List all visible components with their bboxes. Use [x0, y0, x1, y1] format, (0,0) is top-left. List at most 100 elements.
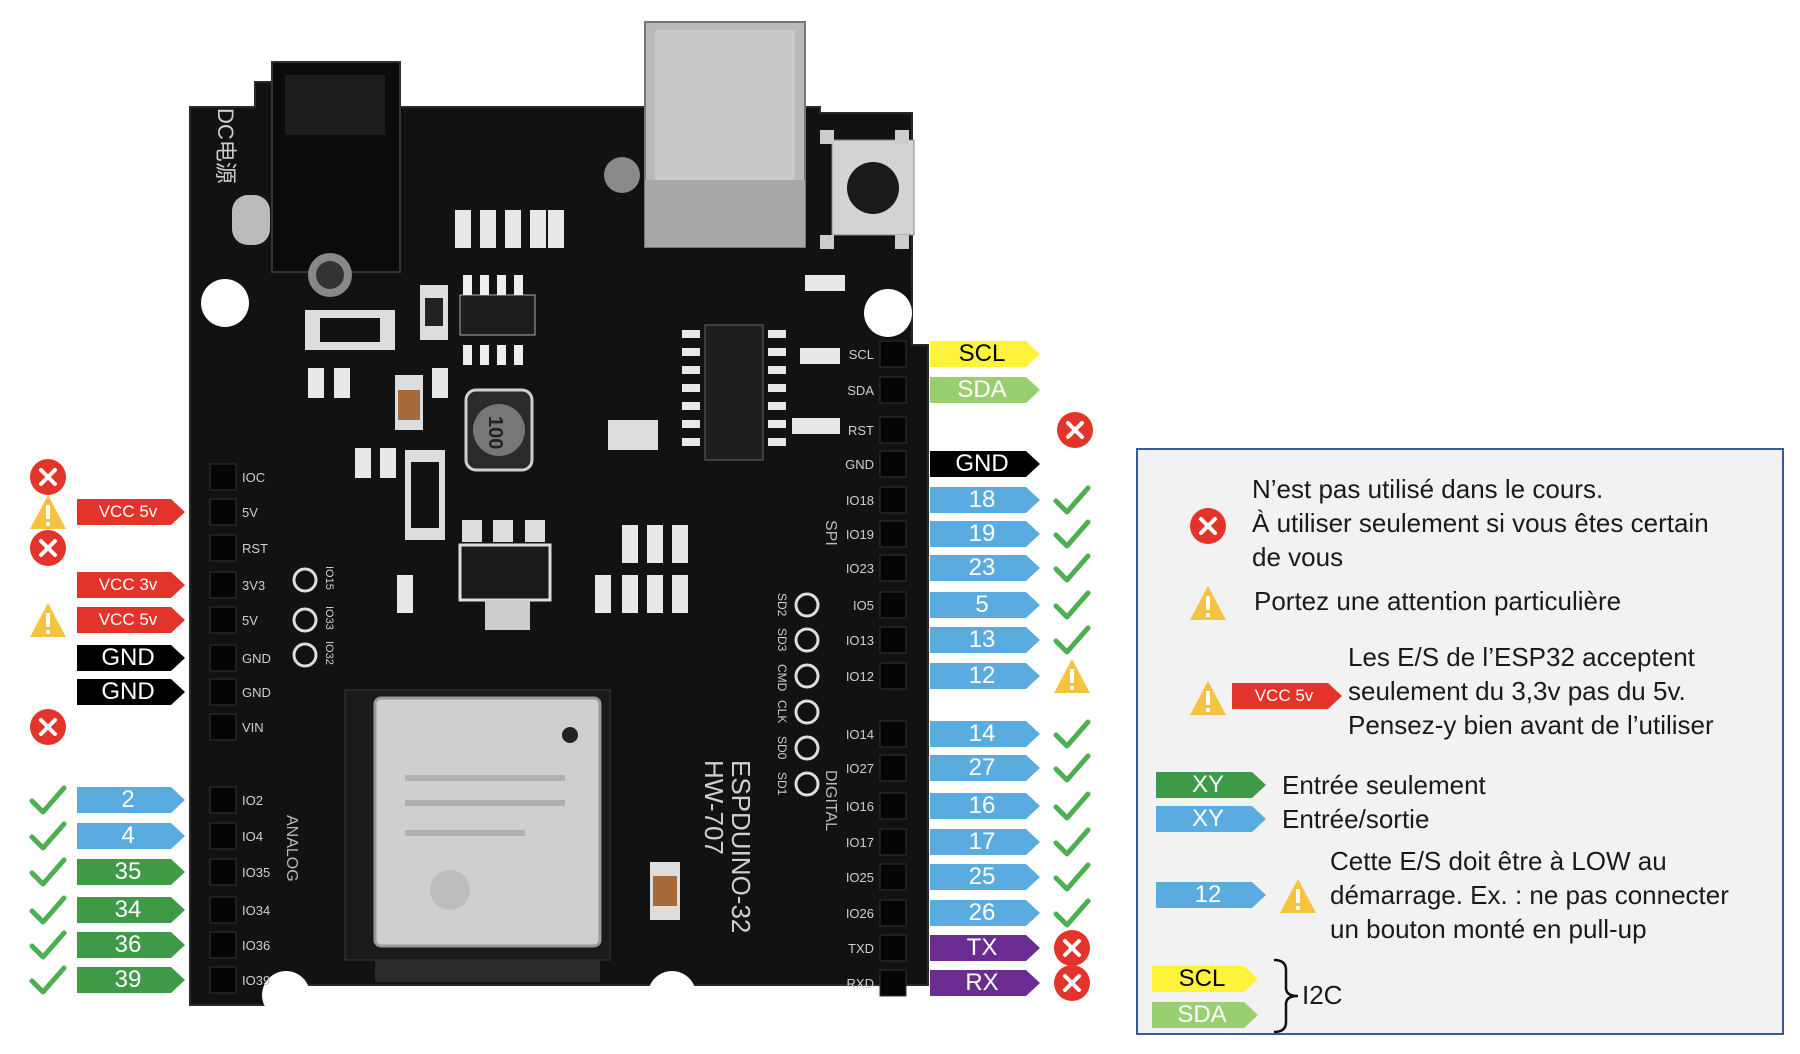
dc-label: DC电源 [213, 108, 238, 184]
left-pin-tag: 39 [77, 967, 185, 993]
silkscreen-label: TXD [848, 941, 874, 956]
header-pin [209, 498, 237, 526]
sd-pad [794, 627, 820, 653]
usb-chip [704, 324, 764, 461]
silkscreen-label: RXD [847, 976, 874, 991]
header-pin [209, 931, 237, 959]
silkscreen-label: IO18 [846, 493, 874, 508]
right-pin-tag: 25 [930, 864, 1040, 890]
checkmark-icon [1053, 519, 1091, 549]
silkscreen-label: IO5 [853, 598, 874, 613]
silkscreen-label: IO36 [242, 938, 270, 953]
warning-icon [1280, 879, 1316, 913]
legend-not-used-line1: N’est pas utilisé dans le cours. [1252, 474, 1604, 504]
header-pin [879, 720, 907, 748]
header-pin [209, 858, 237, 886]
legend-io-text: Entrée/sortie [1282, 804, 1430, 834]
right-pin-tag: 5 [930, 592, 1040, 618]
legend-low-tag: 12 [1156, 882, 1266, 908]
silkscreen-label: IO4 [242, 829, 263, 844]
silkscreen-label: IO15 [323, 566, 335, 590]
not-used-icon [30, 709, 66, 745]
sd-pad [794, 663, 820, 689]
header-pin [879, 520, 907, 548]
legend-vcc-line1: Les E/S de l’ESP32 acceptent [1348, 642, 1695, 672]
silkscreen-label: IO32 [323, 641, 335, 665]
svg-text:ANALOG: ANALOG [283, 815, 300, 882]
silkscreen-label: IO26 [846, 906, 874, 921]
silkscreen-label: SDA [847, 383, 874, 398]
warning-icon [1190, 681, 1226, 715]
checkmark-icon [1053, 590, 1091, 620]
checkmark-icon [1053, 898, 1091, 928]
silkscreen-label: SD3 [775, 628, 789, 652]
warning-icon [1054, 659, 1090, 693]
header-pin [879, 450, 907, 478]
left-pin-tag: 4 [77, 823, 185, 849]
legend-vcc-line2: seulement du 3,3v pas du 5v. [1348, 676, 1686, 706]
header-pin [879, 792, 907, 820]
silkscreen-label: 5V [242, 505, 258, 520]
legend-input-tag: XY [1156, 772, 1266, 798]
silkscreen-label: IOC [242, 470, 265, 485]
checkmark-icon [29, 965, 67, 995]
legend-vcc-tag: VCC 5v [1232, 683, 1342, 709]
silkscreen-label: IO16 [846, 799, 874, 814]
header-pin [879, 591, 907, 619]
left-pin-tag: VCC 5v [77, 499, 185, 525]
center-pad [292, 642, 318, 668]
header-pin [209, 896, 237, 924]
silkscreen-label: IO2 [242, 793, 263, 808]
legend-io-tag: XY [1156, 806, 1266, 832]
silkscreen-label: IO14 [846, 727, 874, 742]
right-pin-tag: SDA [930, 377, 1040, 403]
silkscreen-label: SD1 [775, 772, 789, 796]
left-pin-tag: 35 [77, 859, 185, 885]
header-pin [879, 486, 907, 514]
right-pin-tag: 13 [930, 627, 1040, 653]
checkmark-icon [1053, 862, 1091, 892]
not-used-icon [1054, 965, 1090, 1001]
legend-input-text: Entrée seulement [1282, 770, 1486, 800]
left-pin-tag: GND [77, 679, 185, 705]
silkscreen-label: RST [848, 423, 874, 438]
right-pin-tag: 27 [930, 755, 1040, 781]
checkmark-icon [29, 821, 67, 851]
silkscreen-label: CLK [775, 700, 789, 723]
right-pin-tag: SCL [930, 341, 1040, 367]
header-pin [879, 934, 907, 962]
right-pin-tag: GND [930, 451, 1040, 477]
not-used-icon [30, 459, 66, 495]
checkmark-icon [1053, 625, 1091, 655]
center-pad [292, 567, 318, 593]
silkscreen-label: GND [242, 685, 271, 700]
left-pin-tag: 34 [77, 897, 185, 923]
left-pin-tag: GND [77, 645, 185, 671]
header-pin [209, 822, 237, 850]
checkmark-icon [29, 785, 67, 815]
silkscreen-label: IO19 [846, 527, 874, 542]
not-used-icon [1054, 930, 1090, 966]
silkscreen-label: 5V [242, 613, 258, 628]
svg-text:ESPDUINO-32: ESPDUINO-32 [726, 760, 756, 933]
header-pin [879, 554, 907, 582]
svg-text:100: 100 [484, 416, 506, 449]
header-pin [209, 678, 237, 706]
checkmark-icon [29, 857, 67, 887]
right-pin-tag: 12 [930, 663, 1040, 689]
header-pin [209, 463, 237, 491]
brace-icon [1273, 958, 1299, 1034]
legend-not-used-line3: de vous [1252, 542, 1344, 572]
silkscreen-label: SCL [849, 347, 874, 362]
right-pin-tag: 16 [930, 793, 1040, 819]
silkscreen-label: IO17 [846, 835, 874, 850]
silkscreen-label: RST [242, 541, 268, 556]
warning-icon [1190, 586, 1226, 620]
header-pin [209, 786, 237, 814]
left-pin-tag: VCC 5v [77, 607, 185, 633]
svg-text:HW-707: HW-707 [699, 760, 729, 855]
left-pin-tag: 36 [77, 932, 185, 958]
silkscreen-label: IO23 [846, 561, 874, 576]
silkscreen-label: IO34 [242, 903, 270, 918]
checkmark-icon [29, 930, 67, 960]
